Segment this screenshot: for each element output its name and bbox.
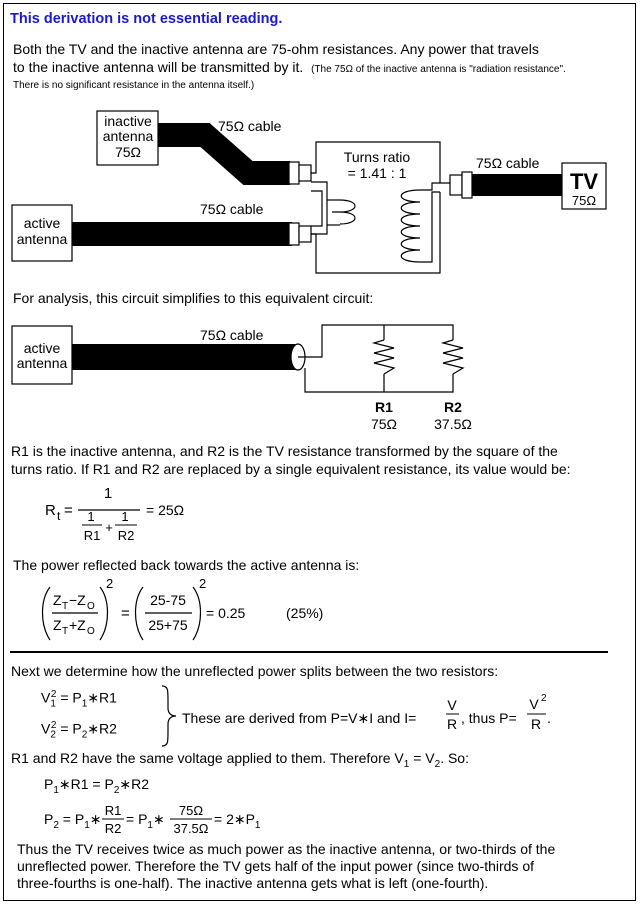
tv-box bbox=[561, 162, 607, 210]
frac1-den: R bbox=[447, 716, 457, 732]
rt-inner-num1: 1 bbox=[87, 509, 94, 524]
connector-top-inner bbox=[298, 164, 312, 182]
cable-label-top: 75Ω cable bbox=[218, 118, 282, 134]
analysis-text: For analysis, this circuit simplifies to… bbox=[13, 290, 374, 306]
refl-num1-asub: T bbox=[62, 601, 68, 612]
conclusion-line-3: three-fourths is one-half). The inactive… bbox=[17, 875, 489, 891]
cable-label-mid: 75Ω cable bbox=[200, 201, 264, 217]
frac1-num: V bbox=[447, 697, 457, 713]
rt-inner-den2: R2 bbox=[118, 528, 135, 543]
active-antenna-label-1: active bbox=[24, 215, 61, 231]
inactive-antenna-label-2: antenna bbox=[103, 128, 154, 144]
derived-period: . bbox=[547, 710, 551, 726]
intro-line-2: to the inactive antenna will be transmit… bbox=[13, 59, 566, 75]
rt-inner-num2: 1 bbox=[121, 509, 128, 524]
refl-den1-op: +Z bbox=[69, 617, 86, 633]
turns-ratio-label-2: = 1.41 : 1 bbox=[348, 165, 407, 181]
equiv-active-label-2: antenna bbox=[17, 355, 68, 371]
refl-den1-bsub: O bbox=[87, 626, 95, 637]
rt-sub: t bbox=[57, 509, 61, 523]
page-frame bbox=[3, 3, 636, 901]
refl-result: = 0.25 bbox=[206, 605, 246, 621]
rt-eq: = bbox=[64, 502, 73, 519]
connector-top-outer bbox=[288, 161, 300, 185]
eq-v2: V22 = P2∗R2 bbox=[41, 720, 117, 741]
section-divider bbox=[10, 651, 608, 653]
refl-percent: (25%) bbox=[286, 605, 323, 621]
eq-p-line2-b: = P1∗ bbox=[126, 811, 165, 831]
intro-note-1: (The 75Ω of the inactive antenna is "rad… bbox=[311, 64, 566, 75]
conclusion-line-2: unreflected power. Therefore the TV gets… bbox=[17, 858, 534, 874]
r1-value: 75Ω bbox=[371, 416, 397, 432]
r2-value: 37.5Ω bbox=[434, 416, 472, 432]
para2-line-2: turns ratio. If R1 and R2 are replaced b… bbox=[11, 461, 571, 477]
rt-inner-den1: R1 bbox=[84, 528, 101, 543]
refl-num1-a: Z bbox=[53, 592, 62, 608]
inactive-antenna-box bbox=[96, 110, 159, 166]
active-antenna-box bbox=[11, 204, 73, 262]
equiv-cable bbox=[72, 344, 298, 370]
p-f1-den: R2 bbox=[105, 821, 122, 836]
refl-num1-bsub: O bbox=[87, 601, 95, 612]
inactive-antenna-label-3: 75Ω bbox=[115, 144, 141, 160]
resistor-r2 bbox=[440, 339, 465, 375]
tv-ohms: 75Ω bbox=[572, 193, 596, 208]
eq-p-line2-c: = 2∗P1 bbox=[214, 811, 261, 831]
refl-num2: 25-75 bbox=[150, 592, 186, 608]
connector-bottom-outer bbox=[288, 222, 300, 246]
turns-ratio-label-1: Turns ratio bbox=[344, 149, 411, 165]
equiv-cable-label: 75Ω cable bbox=[200, 327, 264, 343]
cable-label-tv: 75Ω cable bbox=[476, 155, 540, 171]
connector-tv-outer bbox=[461, 171, 473, 199]
active-antenna-cable bbox=[72, 222, 292, 246]
rt-plus: + bbox=[105, 520, 113, 535]
p-f2-num: 75Ω bbox=[179, 803, 203, 818]
active-antenna-label-2: antenna bbox=[17, 231, 68, 247]
primary-coil bbox=[331, 199, 356, 225]
intro-note-2: There is no significant resistance in th… bbox=[13, 80, 255, 91]
eq-p-line1: P1∗R1 = P2∗R2 bbox=[44, 776, 150, 796]
frac2-numsup: 2 bbox=[541, 693, 547, 704]
refl-sq1: 2 bbox=[106, 576, 113, 591]
equiv-active-label-1: active bbox=[24, 340, 61, 356]
rt-num: 1 bbox=[104, 485, 112, 502]
derived-text: These are derived from P=V∗I and I= bbox=[182, 710, 417, 726]
split-text: Next we determine how the unreflected po… bbox=[11, 663, 499, 679]
inactive-antenna-cable bbox=[158, 123, 290, 185]
refl-eq: = bbox=[121, 605, 130, 622]
rt-R: R bbox=[45, 502, 56, 519]
r2-name: R2 bbox=[444, 399, 462, 415]
tv-cable bbox=[472, 174, 562, 196]
refl-sq2: 2 bbox=[199, 576, 206, 591]
connector-bottom-inner bbox=[298, 225, 312, 243]
eq-v1: V12 = P1∗R1 bbox=[41, 689, 117, 710]
inactive-antenna-label-1: inactive bbox=[104, 113, 152, 129]
refl-num1-op: −Z bbox=[69, 592, 86, 608]
refl-den1-asub: T bbox=[62, 626, 68, 637]
frac2-num: V bbox=[529, 696, 539, 712]
equiv-active-antenna-box bbox=[11, 325, 73, 385]
conclusion-line-1: Thus the TV receives twice as much power… bbox=[17, 841, 556, 857]
secondary-coil bbox=[400, 189, 421, 263]
thus-text: , thus P= bbox=[461, 710, 517, 726]
r1-name: R1 bbox=[375, 399, 393, 415]
frac2-den: R bbox=[531, 716, 541, 732]
refl-den2: 25+75 bbox=[148, 617, 188, 633]
p-f1-num: R1 bbox=[105, 803, 122, 818]
tv-label: TV bbox=[570, 169, 598, 194]
eq-p-line2-a: P2 = P1∗ bbox=[44, 811, 102, 831]
reflected-text: The power reflected back towards the act… bbox=[13, 557, 360, 573]
same-voltage-text: R1 and R2 have the same voltage applied … bbox=[11, 750, 469, 770]
refl-den1-a: Z bbox=[53, 617, 62, 633]
p-f2-den: 37.5Ω bbox=[173, 821, 208, 836]
para2-line-1: R1 is the inactive antenna, and R2 is th… bbox=[11, 443, 558, 459]
rt-result: = 25Ω bbox=[146, 502, 184, 518]
connector-tv-inner bbox=[449, 174, 463, 196]
curly-brace bbox=[161, 685, 177, 747]
resistor-r1 bbox=[371, 339, 396, 375]
intro-line-1: Both the TV and the inactive antenna are… bbox=[13, 41, 539, 57]
page-heading: This derivation is not essential reading… bbox=[10, 11, 283, 27]
